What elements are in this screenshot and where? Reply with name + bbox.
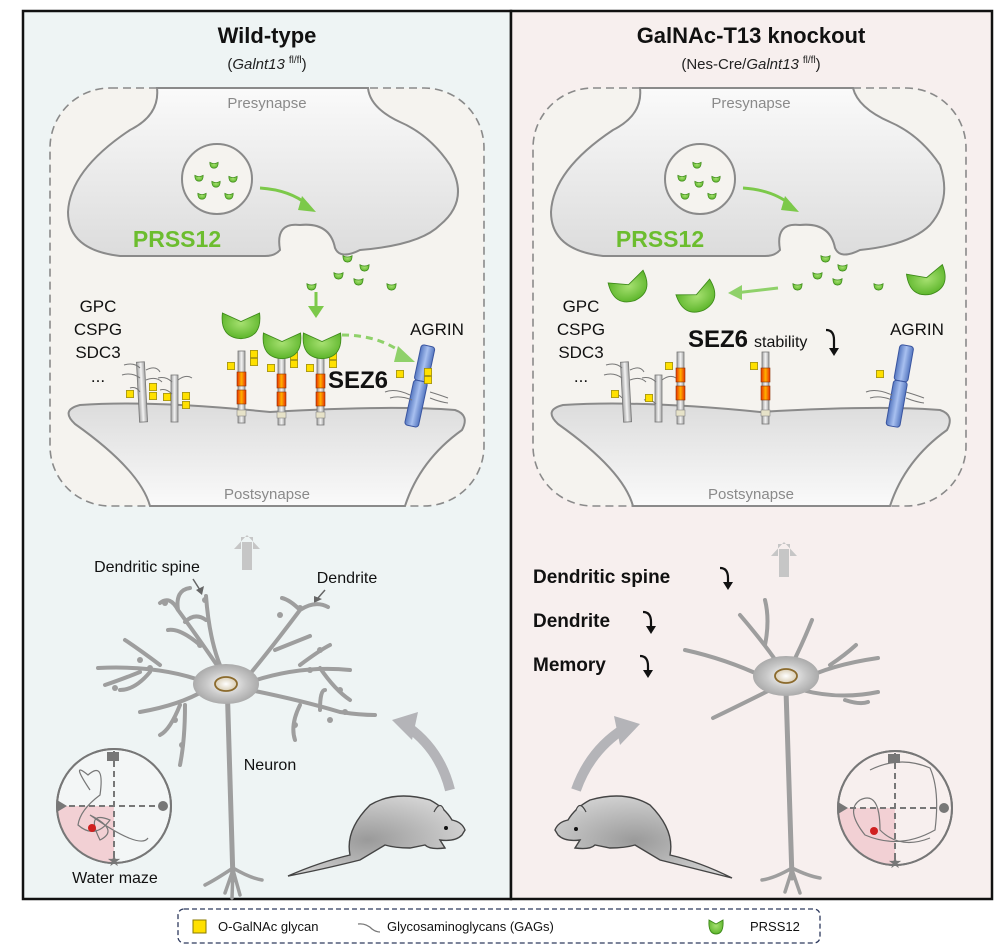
wildtype-proteoglycans xyxy=(121,361,193,423)
knockout-postsynaptic-terminal xyxy=(550,402,951,507)
knockout-title: GalNAc-T13 knockout xyxy=(637,23,866,48)
hspg-label-more: ... xyxy=(91,367,105,386)
knockout-up-arrow xyxy=(771,542,797,556)
knockout-prss12-label: PRSS12 xyxy=(616,226,704,252)
knockout-proteoglycans xyxy=(603,361,677,423)
knockout-agrin-label: AGRIN xyxy=(890,320,944,339)
arrowhead xyxy=(298,196,316,212)
knockout-sez6-decrease-icon xyxy=(825,328,836,352)
wildtype-nucleus xyxy=(214,676,238,692)
knockout-effect-dendrite: Dendrite xyxy=(533,611,610,632)
wildtype-neuron-label: Neuron xyxy=(244,757,296,774)
knockout-sez6-receptors xyxy=(665,351,771,425)
hspg-label-cspg: CSPG xyxy=(74,320,122,339)
wildtype-presynaptic-terminal xyxy=(66,87,459,257)
wildtype-postsynaptic-terminal xyxy=(67,402,466,507)
knockout-presynaptic-terminal xyxy=(549,87,946,257)
svg-text:★: ★ xyxy=(888,855,902,872)
knockout-effect-spine: Dendritic spine xyxy=(533,567,670,588)
wildtype-dendrite-label: Dendrite xyxy=(317,570,378,587)
knockout-presynapse-label: Presynapse xyxy=(711,95,790,112)
knockout-effect-memory: Memory xyxy=(533,655,606,676)
wildtype-sez6-label: SEZ6 xyxy=(328,367,388,394)
knockout-postsynapse-label: Postsynapse xyxy=(708,486,794,503)
wildtype-presynapse-label: Presynapse xyxy=(227,95,306,112)
knockout-nucleus xyxy=(774,668,798,684)
knockout-mouse xyxy=(554,795,733,879)
wildtype-postsynapse-label: Postsynapse xyxy=(224,486,310,503)
knockout-water-maze: ★ xyxy=(837,750,953,872)
ko-hspg-label-sdc3: SDC3 xyxy=(558,343,603,362)
hspg-label-sdc3: SDC3 xyxy=(75,343,120,362)
wildtype-maze-label: Water maze xyxy=(72,870,158,887)
wildtype-spine-label: Dendritic spine xyxy=(94,559,200,576)
ko-hspg-label-more: ... xyxy=(574,367,588,386)
wildtype-neuron xyxy=(96,586,377,900)
wildtype-vesicle xyxy=(181,143,253,215)
wildtype-up-arrow xyxy=(234,535,260,549)
legend: O-GalNAc glycan Glycosaminoglycans (GAGs… xyxy=(177,908,821,944)
wildtype-agrin-label: AGRIN xyxy=(410,320,464,339)
gag-wavy-line-icon xyxy=(357,923,381,933)
svg-text:★: ★ xyxy=(107,853,121,870)
wildtype-prss12-label: PRSS12 xyxy=(133,226,221,252)
knockout-agrin xyxy=(885,344,914,428)
knockout-vesicle xyxy=(664,143,736,215)
legend-item-glycan: O-GalNAc glycan xyxy=(218,919,318,934)
wildtype-water-maze: ★ xyxy=(56,748,172,870)
legend-item-gags: Glycosaminoglycans (GAGs) xyxy=(387,919,554,934)
prss12-cup-icon xyxy=(708,919,724,935)
legend-item-prss12: PRSS12 xyxy=(750,919,800,934)
ko-hspg-label-cspg: CSPG xyxy=(557,320,605,339)
ko-hspg-label-gpc: GPC xyxy=(563,297,600,316)
wildtype-mouse xyxy=(287,795,466,877)
hspg-label-gpc: GPC xyxy=(80,297,117,316)
wildtype-sez6-receptors xyxy=(221,312,342,426)
wildtype-title: Wild-type xyxy=(218,23,317,48)
o-galnac-glycan-icon xyxy=(192,919,207,934)
